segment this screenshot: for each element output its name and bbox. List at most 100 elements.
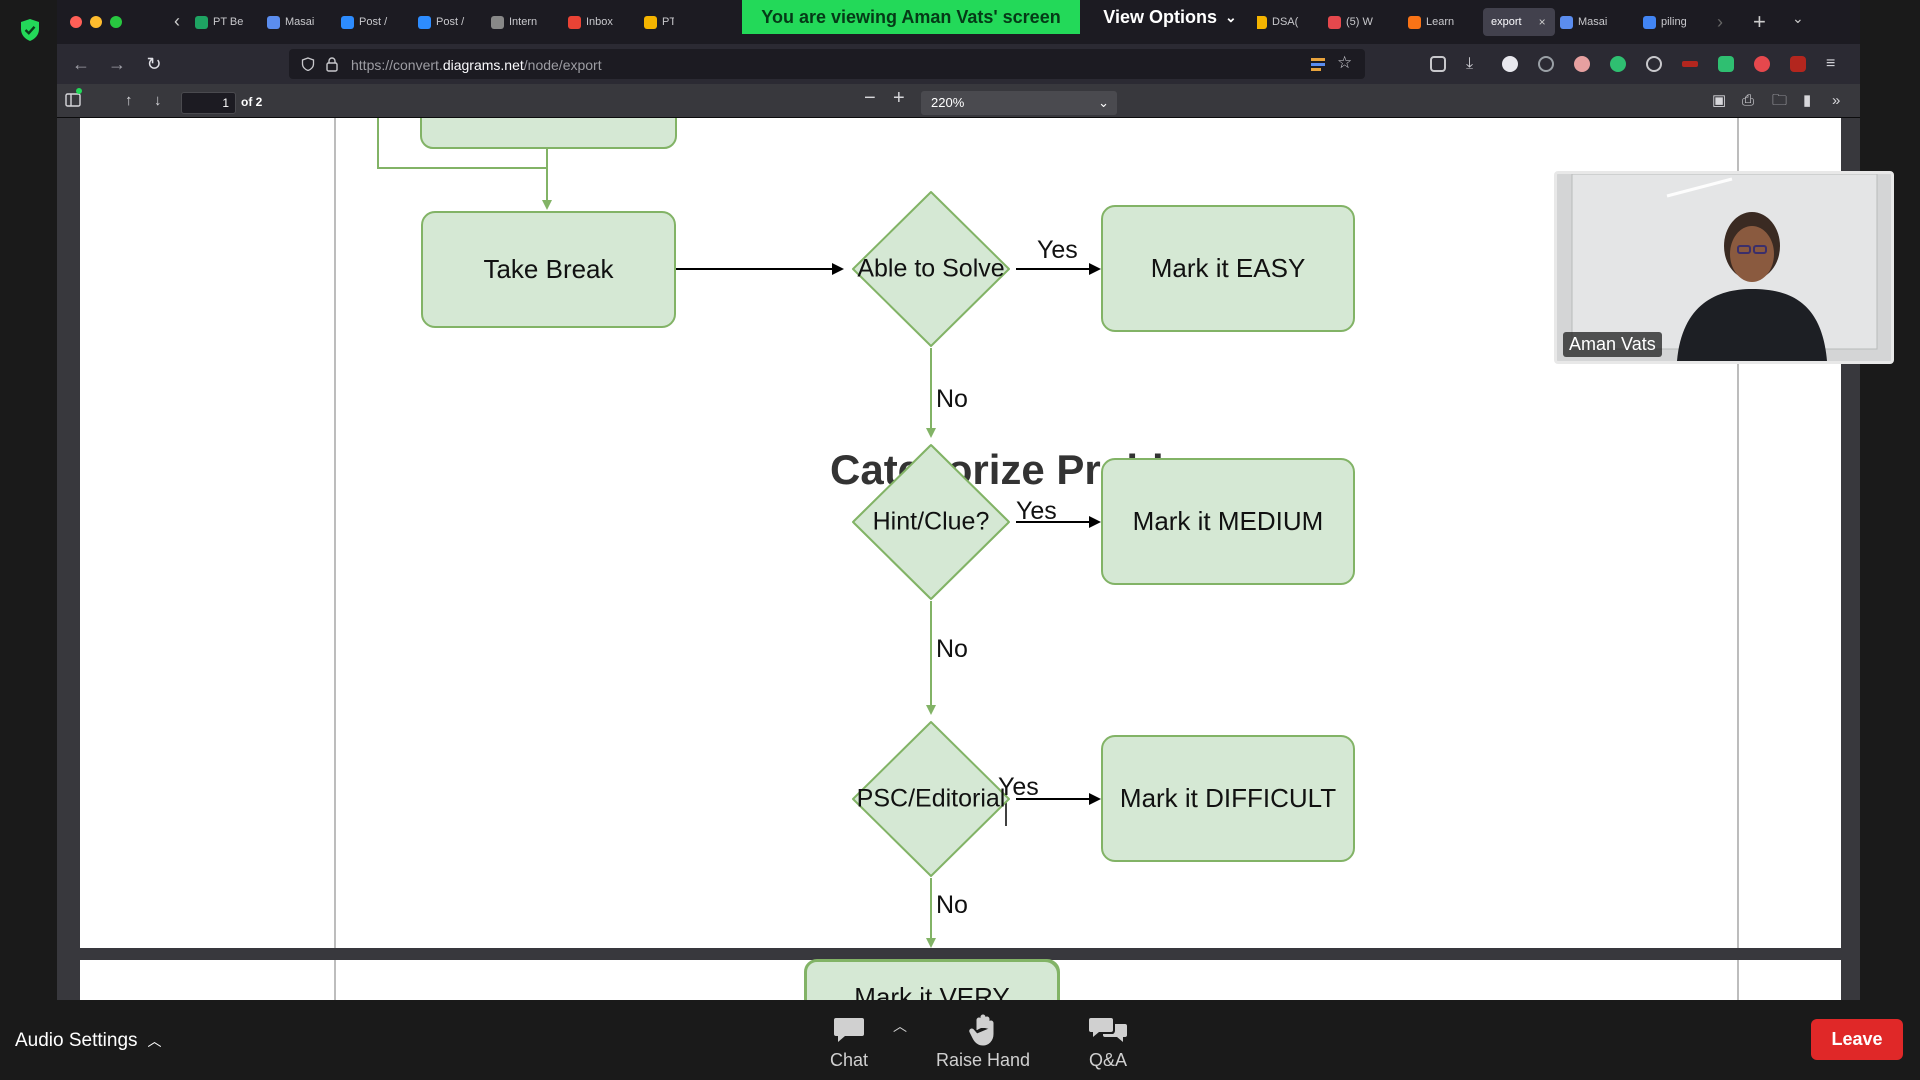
zoom-out-button[interactable]: − [864,87,876,109]
browser-tab[interactable]: Learn [1408,8,1468,36]
edge-loop-to-take-break [377,118,552,210]
bookmark-icon[interactable]: ▮ [1803,92,1812,109]
edge-label-yes-easy: Yes [1037,236,1078,264]
maximize-window-button[interactable] [110,16,122,28]
browser-tab[interactable]: Masai [267,8,327,36]
bookmark-star-icon[interactable]: ☆ [1337,53,1353,72]
account-icon[interactable] [1502,56,1518,72]
tab-favicon-icon [1408,15,1421,29]
tab-label: Post / [359,16,388,28]
edge-label-no-able: No [936,385,968,413]
browser-tab[interactable]: (5) W [1328,8,1388,36]
tab-favicon-icon [1560,15,1573,29]
tab-favicon-icon [1328,15,1341,29]
view-options-button[interactable]: View Options⌄ [1083,0,1257,34]
zoom-in-button[interactable]: + [893,87,905,109]
browser-tab[interactable]: Intern [491,8,553,36]
browser-tab[interactable]: Post / [341,8,403,36]
forward-button[interactable]: → [108,54,126,74]
audio-settings-button[interactable]: Audio Settings ︿ [15,1030,162,1052]
tools-menu-icon[interactable]: » [1832,92,1841,109]
chevron-left-icon[interactable]: ‹ [174,11,180,31]
extension-sync-icon[interactable] [1538,56,1554,72]
new-tab-button[interactable]: + [1753,9,1766,34]
extension-tomato-icon[interactable] [1754,56,1770,72]
ublock-icon[interactable] [1790,56,1806,72]
extension-green-icon[interactable] [1718,56,1734,72]
print-icon[interactable]: ⎙ [1742,92,1755,109]
participant-name: Aman Vats [1563,332,1662,357]
security-shield-icon[interactable] [18,18,42,42]
tab-label: Intern [509,16,538,28]
browser-tab[interactable]: PT Be [195,8,253,36]
sidebar-toggle-icon[interactable] [65,92,81,108]
tab-favicon-icon [644,15,657,29]
chevron-up-icon: ︿ [147,1033,162,1049]
tab-label: Inbox [586,16,613,28]
grammarly-icon[interactable] [1610,56,1626,72]
browser-tab[interactable]: piling [1643,8,1707,36]
tab-favicon-icon [568,15,581,29]
reader-view-icon[interactable] [1310,56,1326,72]
hamburger-menu-icon[interactable]: ≡ [1826,55,1836,72]
url-bar[interactable]: https://convert.diagrams.net/node/export… [289,49,1365,79]
next-page-button[interactable]: ↓ [154,92,162,109]
extension-red-icon[interactable] [1682,61,1698,67]
previous-page-button[interactable]: ↑ [125,92,133,109]
tab-favicon-icon [341,15,354,29]
browser-tab[interactable]: DSA( [1254,8,1314,36]
node-mark-difficult: Mark it DIFFICULT [1101,735,1355,862]
navigation-bar: ← → ↻ https://convert.diagrams.net/node/… [57,44,1860,84]
browser-tab[interactable]: Inbox [568,8,628,36]
reload-button[interactable]: ↻ [146,54,162,74]
close-window-button[interactable] [70,16,82,28]
chat-label: Chat [829,1050,869,1070]
extension-face-icon[interactable] [1574,56,1590,72]
pdf-viewer: Categorize Problem Take Break Mark it EA… [57,118,1860,1000]
chat-button[interactable]: Chat [799,1010,899,1071]
chat-bubble-icon [834,1018,864,1042]
tab-label: DSA( [1272,16,1299,28]
node-mark-easy: Mark it EASY [1101,205,1355,332]
list-all-tabs-button[interactable]: ⌄ [1792,10,1804,26]
chevron-down-icon: ⌄ [1098,95,1109,110]
downloads-icon[interactable]: ⤓ [1466,55,1474,72]
tab-label: PT [662,16,674,28]
participant-video-tile[interactable]: Aman Vats [1554,171,1894,364]
page-number-input[interactable]: 1 [181,92,236,114]
tab-label: PT Be [213,16,244,28]
back-button[interactable]: ← [72,54,90,74]
minimize-window-button[interactable] [90,16,102,28]
tab-favicon-icon [1643,15,1656,29]
leave-button[interactable]: Leave [1811,1019,1903,1060]
raise-hand-button[interactable]: Raise Hand [933,1010,1033,1071]
lock-icon[interactable] [325,56,339,72]
qa-button[interactable]: Q&A [1058,1010,1158,1071]
edge-label-no-psc: No [936,891,968,919]
qa-label: Q&A [1088,1050,1127,1070]
tab-label: piling [1661,16,1687,28]
tracking-protection-icon[interactable] [301,57,315,71]
browser-tab[interactable]: Post / [418,8,478,36]
save-icon[interactable]: 🗀 [1772,92,1788,109]
browser-tab[interactable]: export × [1483,8,1555,36]
qa-bubbles-icon [1089,1018,1127,1042]
close-tab-icon[interactable]: × [1538,15,1546,29]
screen-share-banner: You are viewing Aman Vats' screen [742,0,1080,34]
diamond-able-to-solve [852,191,1010,347]
url-text: https://convert.diagrams.net/node/export [351,57,602,73]
chevron-right-icon[interactable]: › [1717,12,1723,32]
presentation-mode-icon[interactable]: ▣ [1712,92,1727,109]
browser-tab[interactable]: Masai [1560,8,1620,36]
edge-label-yes-difficult: Yes [998,773,1039,801]
tab-label: Masai [285,16,315,28]
extension-bulb-icon[interactable] [1646,56,1662,72]
node-mark-medium: Mark it MEDIUM [1101,458,1355,585]
browser-tab[interactable]: PT [644,8,674,36]
sidebar-notification-dot [76,88,82,94]
zoom-select[interactable]: 220%⌄ [921,91,1117,115]
tab-label: export [1491,16,1522,28]
pocket-icon[interactable] [1430,56,1446,72]
chat-options-chevron-icon[interactable]: ︿ [893,1018,907,1034]
